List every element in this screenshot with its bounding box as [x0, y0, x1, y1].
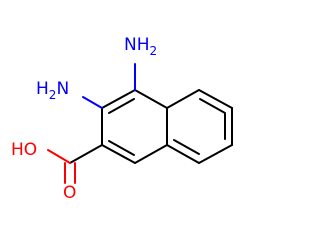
bond-c1-c2 [101, 144, 136, 164]
double-bond-c1-c2-inner [108, 140, 135, 156]
bond-c5-c6 [198, 89, 233, 109]
carboxyl-group [47, 144, 103, 184]
molecule-structure: NH2 H2N HO O [11, 35, 233, 203]
bond-c7-c8 [198, 144, 233, 164]
amine-left-label: H2N [36, 79, 69, 102]
right-ring [166, 89, 233, 164]
bond-c-oh [47, 149, 71, 164]
bond-c8a-c1 [134, 144, 168, 164]
double-bond-c5-c6-inner [199, 98, 226, 114]
bond-c4a-c5 [166, 89, 200, 109]
carboxyl-oh-label: HO [11, 140, 37, 160]
left-ring [101, 89, 168, 164]
amine-top-label: NH2 [124, 35, 157, 58]
bond-c8-c8a [166, 144, 200, 164]
bond-c4-c4a [134, 89, 168, 109]
carbonyl-o-label: O [63, 183, 76, 203]
bond-c3-n-left [82, 96, 103, 109]
double-bond-c8-c8a-inner [173, 139, 200, 155]
bond-c3-c4 [101, 89, 136, 109]
amine-groups [82, 63, 136, 109]
bond-c2-ccooh [69, 144, 103, 164]
double-bond-c3-c4-inner [108, 98, 135, 114]
